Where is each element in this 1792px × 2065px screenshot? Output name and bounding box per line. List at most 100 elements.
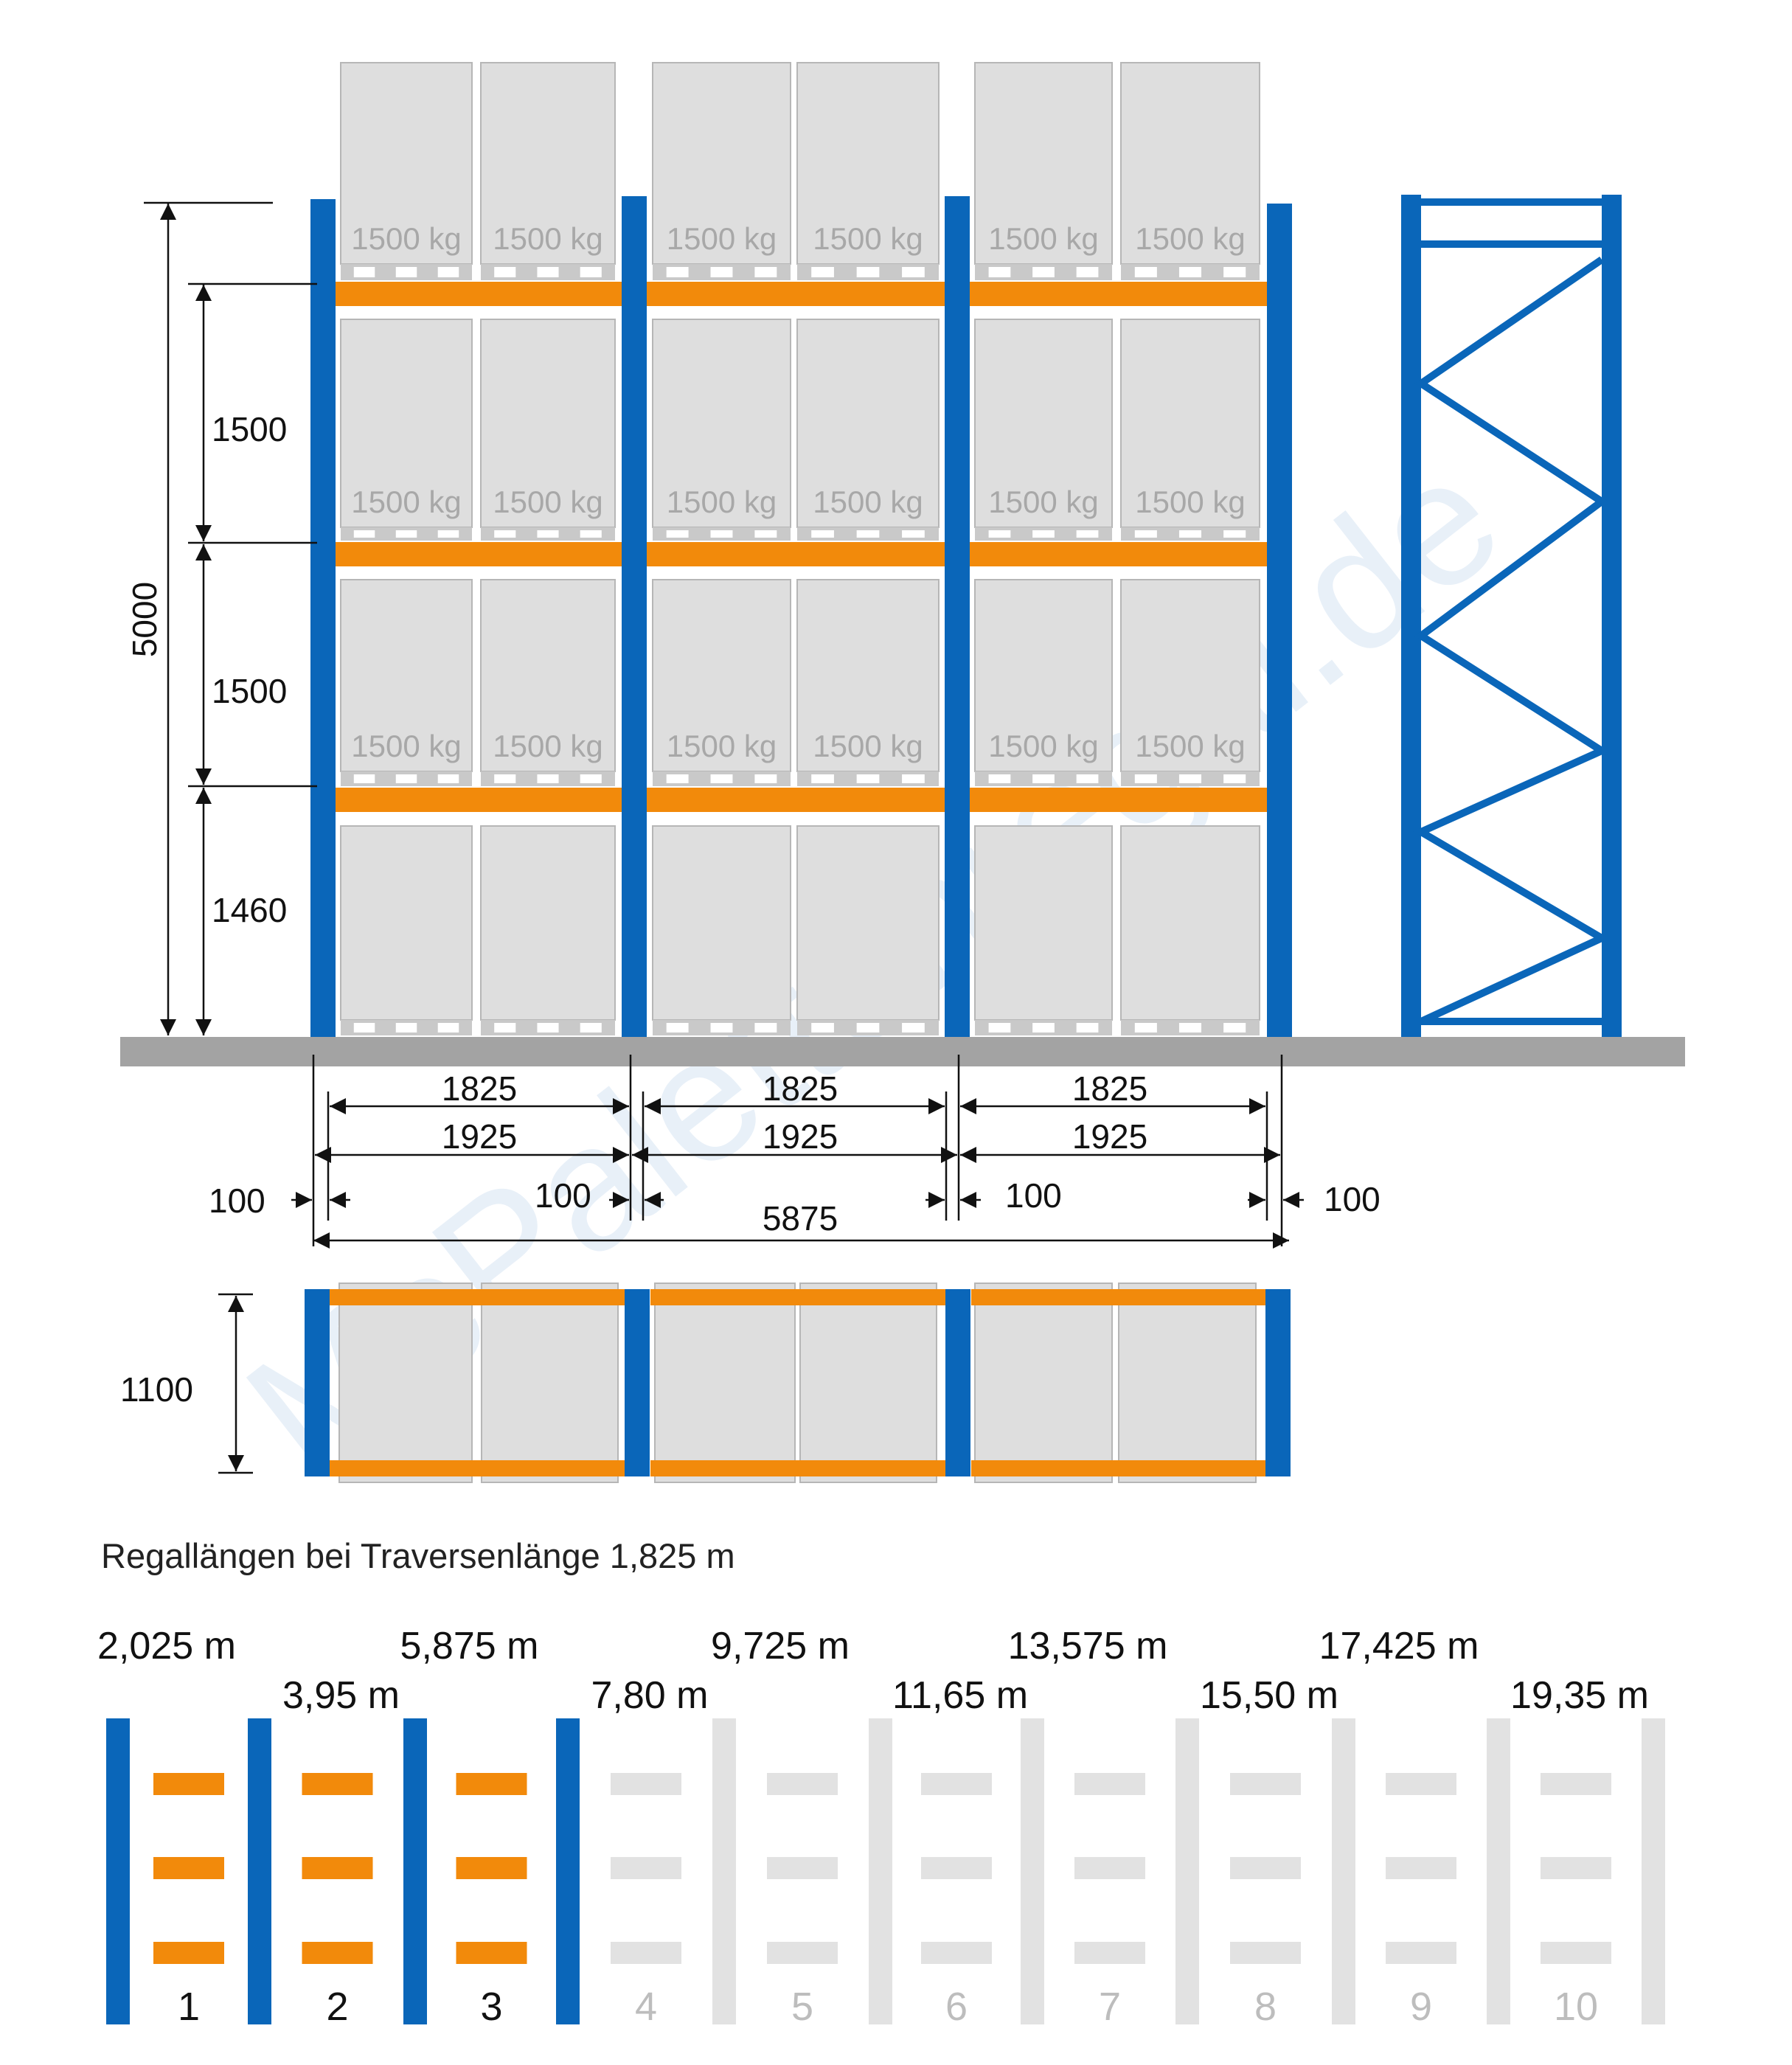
rack-length-label: 9,725 m — [711, 1625, 850, 1667]
pallet-load-label: 1500 kg — [351, 729, 461, 763]
pallet-base-gap — [1223, 1023, 1246, 1032]
overview-beam — [456, 1942, 527, 1964]
overview-beam — [1541, 1942, 1611, 1964]
beam — [336, 788, 622, 812]
pallet-base-gap — [988, 1023, 1011, 1032]
bay-number: 2 — [326, 1985, 348, 2029]
pallet-base-gap — [902, 267, 925, 277]
pallet-box — [796, 62, 940, 265]
front-view-beams — [336, 282, 1267, 812]
pallet-base-gap — [1076, 530, 1099, 538]
overview-upright — [1021, 1718, 1044, 2024]
pallet-base-gap — [856, 1023, 880, 1032]
pallet-base-gap — [1032, 267, 1055, 277]
upright-width-label: 100 — [1324, 1180, 1381, 1218]
rack-length-label: 5,875 m — [400, 1625, 539, 1667]
beam-length-label: 1825 — [442, 1069, 517, 1108]
overview-beam — [1541, 1857, 1611, 1879]
pallet-box — [974, 579, 1113, 772]
pallet-base-gap — [537, 1023, 559, 1032]
overview-beam — [1230, 1857, 1301, 1879]
pallet-base-gap — [856, 530, 880, 538]
overview-beam — [456, 1857, 527, 1879]
overview-beam — [302, 1942, 373, 1964]
rack-lengths-overview: 12,025 m23,95 m35,875 m47,80 m59,725 m61… — [97, 1625, 1665, 2029]
overview-beam — [1074, 1942, 1145, 1964]
bay-number: 9 — [1410, 1985, 1432, 2029]
top-view-beam — [330, 1289, 625, 1305]
beam — [970, 542, 1267, 566]
beam — [336, 542, 622, 566]
pallet-base-gap — [1032, 774, 1055, 783]
top-view-beam — [650, 1460, 945, 1476]
overview-beam — [1230, 1773, 1301, 1795]
pallet-box — [1120, 579, 1260, 772]
upright-width-label: 100 — [535, 1176, 591, 1215]
rack-length-label: 11,65 m — [892, 1674, 1028, 1717]
pallet-base-gap — [537, 774, 559, 783]
side-frame-post-right — [1602, 195, 1622, 1037]
bay-number: 10 — [1554, 1985, 1598, 2029]
pallet-load-label: 1500 kg — [988, 221, 1098, 256]
lengths-title: Regallängen bei Traversenlänge 1,825 m — [101, 1536, 735, 1575]
level-height-label: 1500 — [212, 410, 287, 448]
pallet-box — [480, 319, 616, 528]
pallet-base-gap — [580, 774, 602, 783]
pallet-base-gap — [494, 530, 516, 538]
pallet-box — [1120, 825, 1260, 1021]
pallet-base-gap — [902, 774, 925, 783]
overview-upright — [712, 1718, 736, 2024]
pallet-base-gap — [666, 774, 689, 783]
pallet-box — [340, 579, 473, 772]
pallet-base-gap — [856, 774, 880, 783]
pallet-base-gap — [1223, 530, 1246, 538]
level-height-label: 1460 — [212, 891, 287, 929]
bay-number: 7 — [1099, 1985, 1121, 2029]
pallet-base-gap — [811, 774, 834, 783]
pallet-base-gap — [494, 267, 516, 277]
pallet-box — [652, 319, 791, 528]
pallet-base-gap — [353, 530, 375, 538]
top-view-pallet — [481, 1283, 619, 1483]
pallet-base-gap — [710, 530, 733, 538]
pallet-base-gap — [1178, 1023, 1202, 1032]
pallet-base-gap — [580, 1023, 602, 1032]
side-frame-post-left — [1401, 195, 1421, 1037]
bay-length-label: 1925 — [1072, 1117, 1147, 1156]
overview-beam — [153, 1942, 224, 1964]
pallet-base-gap — [1076, 267, 1099, 277]
floor — [120, 1037, 1685, 1066]
pallet-base-gap — [988, 267, 1011, 277]
pallet-base-gap — [811, 530, 834, 538]
upright — [1267, 204, 1292, 1037]
top-view-pallet — [654, 1283, 796, 1483]
overview-beam — [153, 1773, 224, 1795]
overview-beam — [302, 1857, 373, 1879]
overview-beam — [767, 1942, 838, 1964]
beam — [970, 788, 1267, 812]
front-view-uprights — [310, 196, 1292, 1037]
pallet-base-gap — [811, 267, 834, 277]
pallet-box — [796, 579, 940, 772]
pallet-base-gap — [811, 1023, 834, 1032]
upright — [310, 199, 336, 1037]
rack-length-label: 13,575 m — [1008, 1625, 1168, 1667]
overview-upright — [556, 1718, 580, 2024]
pallet-base-gap — [988, 774, 1011, 783]
beam-length-label: 1825 — [763, 1069, 838, 1108]
overview-beam — [611, 1857, 681, 1879]
pallet-base-gap — [754, 774, 777, 783]
pallet-base-gap — [710, 1023, 733, 1032]
beam-length-label: 1825 — [1072, 1069, 1147, 1108]
overview-beam — [1074, 1857, 1145, 1879]
top-view-beam — [971, 1460, 1265, 1476]
overview-beam — [921, 1942, 992, 1964]
pallet-base-gap — [1076, 774, 1099, 783]
pallet-base-gap — [437, 1023, 459, 1032]
pallet-base-gap — [1223, 267, 1246, 277]
pallet-load-label: 1500 kg — [813, 221, 923, 256]
pallet-load-label: 1500 kg — [667, 221, 777, 256]
pallet-base-gap — [353, 1023, 375, 1032]
overview-beam — [153, 1857, 224, 1879]
